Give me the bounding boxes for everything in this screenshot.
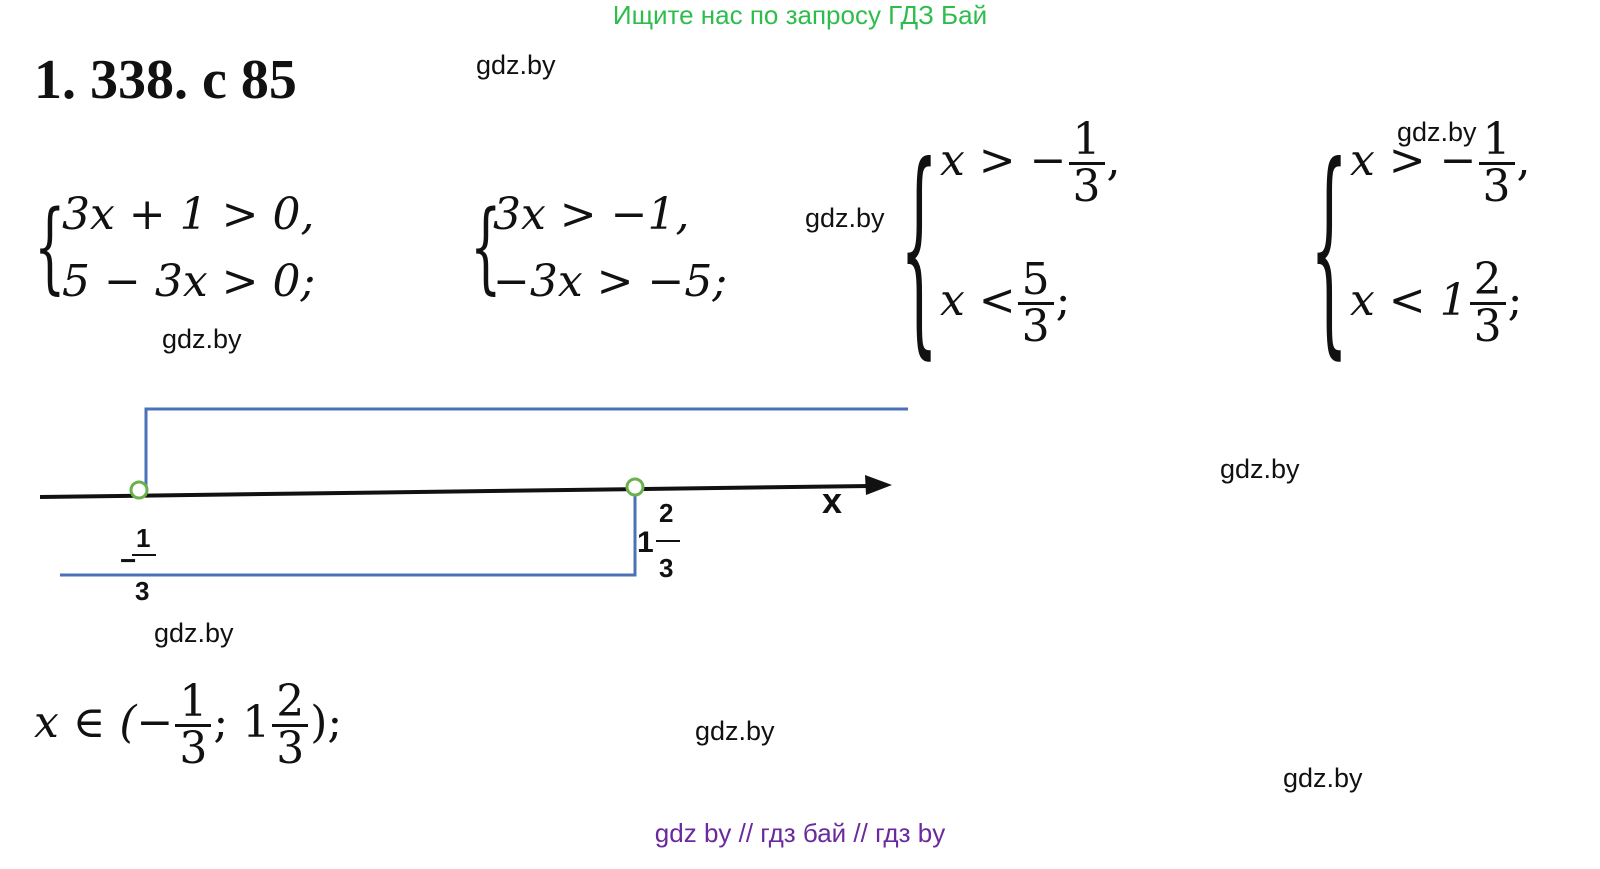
system-brace: { (1310, 118, 1349, 379)
open-point-right (625, 477, 645, 497)
numerator: 1 (179, 676, 208, 727)
open-point-left (129, 480, 149, 500)
denominator: 3 (175, 724, 212, 771)
inequality-lhs: x > − (940, 135, 1067, 186)
denominator: 3 (1017, 302, 1054, 349)
system1-line2: 5 − 3x > 0; (62, 256, 316, 307)
watermark: gdz.by (1283, 763, 1363, 793)
footer-links[interactable]: gdz by // гдз бай // гдз by (654, 818, 946, 848)
punctuation: ; (1055, 275, 1071, 326)
watermark: gdz.by (1220, 454, 1300, 484)
numerator: 1 (1482, 114, 1511, 165)
watermark: gdz.by (162, 324, 242, 354)
number-axis (39, 484, 871, 499)
punctuation: , (1106, 135, 1121, 186)
left-point-sign: − (120, 545, 136, 576)
numerator: 2 (1473, 254, 1502, 305)
axis-arrow-icon (865, 475, 892, 495)
interval-bracket-x-greater (144, 407, 908, 490)
watermark: gdz.by (695, 716, 775, 746)
denominator: 3 (1068, 162, 1105, 209)
denominator: 3 (1478, 162, 1515, 209)
denominator: 3 (1469, 302, 1506, 349)
right-point-whole: 1 (637, 526, 654, 559)
answer-prefix: x ∈ (− (34, 697, 174, 748)
answer-end: ); (310, 697, 343, 748)
numerator: 2 (276, 676, 305, 727)
watermark: gdz.by (476, 50, 556, 80)
inequality-lhs: x < 1 (1350, 275, 1468, 326)
system1-line1: 3x + 1 > 0, (62, 189, 315, 240)
axis-label: x (822, 480, 842, 521)
promo-banner[interactable]: Ищите нас по запросу ГДЗ Бай (612, 0, 988, 30)
numerator: 1 (1072, 114, 1101, 165)
left-point-denominator: 3 (135, 576, 149, 606)
punctuation: , (1516, 135, 1531, 186)
watermark: gdz.by (154, 618, 234, 648)
answer-mid: ; 1 (213, 697, 271, 748)
inequality-lhs: x < (940, 275, 1016, 326)
numerator: 5 (1021, 254, 1050, 305)
interval-bracket-x-less (60, 487, 637, 577)
system2-line1: 3x > −1, (493, 189, 690, 240)
denominator: 3 (272, 724, 309, 771)
number-line-diagram: x − 1 3 1 2 3 (39, 407, 908, 606)
system-brace: { (470, 188, 502, 305)
punctuation: ; (1507, 275, 1523, 326)
system-brace: { (34, 188, 66, 305)
exercise-title: 1. 338. с 85 (34, 49, 297, 111)
watermark: gdz.by (1397, 117, 1477, 147)
inequality-lhs: x > − (1350, 135, 1477, 186)
system-brace: { (900, 118, 939, 379)
watermark: gdz.by (805, 203, 885, 233)
system2-line2: −3x > −5; (493, 256, 728, 307)
right-point-denominator: 3 (659, 553, 673, 583)
left-point-numerator: 1 (136, 523, 150, 553)
right-point-numerator: 2 (659, 498, 673, 528)
